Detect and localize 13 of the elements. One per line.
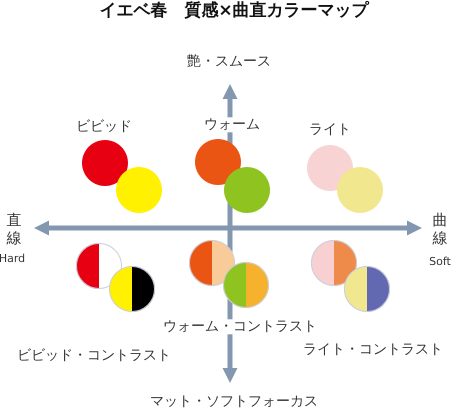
axis-label: 直線 bbox=[6, 211, 22, 247]
axis-label: 曲線 bbox=[432, 211, 448, 247]
quadrant-label: ビビッド bbox=[76, 119, 132, 135]
axis-label: 艶・スムース bbox=[187, 54, 271, 70]
axis-label: Hard bbox=[0, 252, 26, 266]
axis-label: マット・ソフトフォーカス bbox=[150, 394, 318, 410]
quadrant-label: ウォーム bbox=[204, 117, 260, 133]
quadrant-label: ライト・コントラスト bbox=[303, 342, 443, 358]
axis-label: Soft bbox=[429, 256, 451, 268]
title: イエベ春 質感×曲直カラーマップ bbox=[99, 2, 369, 20]
quadrant-label: ウォーム・コントラスト bbox=[163, 319, 317, 335]
quadrant-label: ライト bbox=[309, 122, 351, 138]
quadrant-label: ビビッド・コントラスト bbox=[17, 348, 171, 364]
